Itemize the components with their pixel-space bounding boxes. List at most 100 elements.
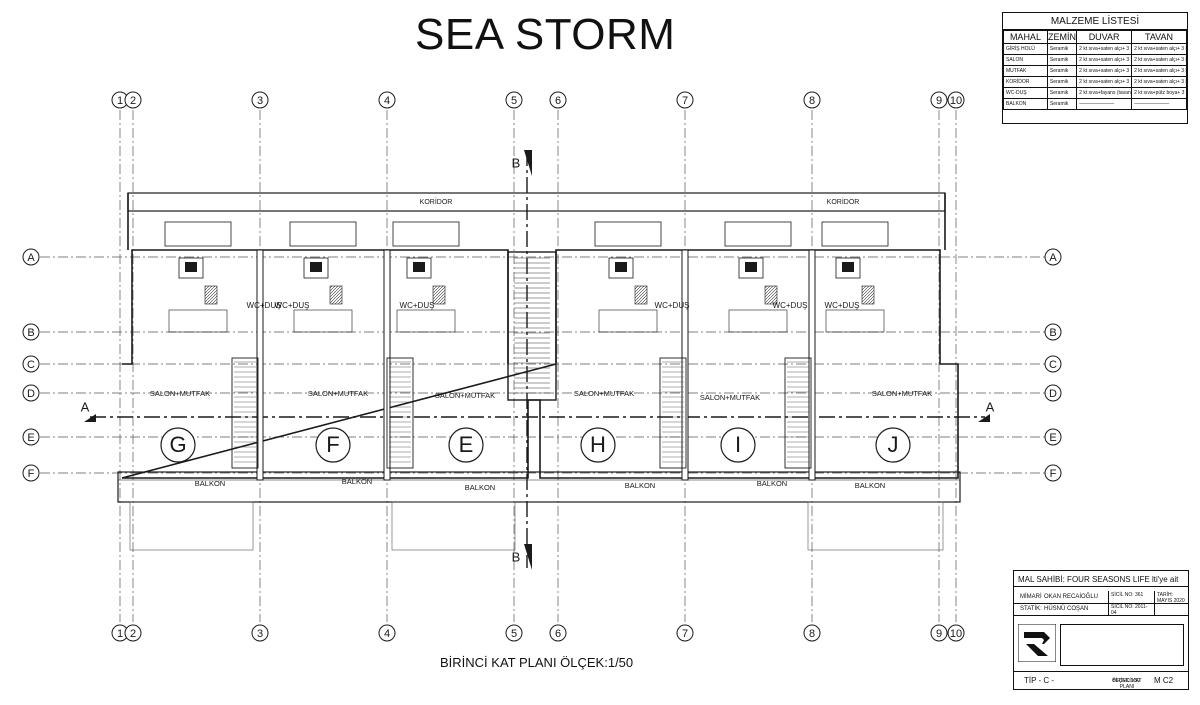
room-label-balkon: BALKON — [625, 481, 655, 490]
grid-column-label: 4 — [384, 628, 390, 640]
grid-row-label: C — [27, 359, 35, 371]
grid-column-bubble — [930, 624, 948, 642]
grid-row-bubble — [22, 248, 40, 266]
kitchen-counter — [724, 221, 792, 247]
unit-label: E — [459, 432, 474, 457]
company-logo-icon — [1018, 624, 1056, 662]
grid-column-label: 10 — [950, 628, 962, 640]
grid-row-bubble — [1044, 323, 1062, 341]
legend-cell: ——————— — [1076, 98, 1133, 110]
party-wall — [681, 249, 689, 481]
grid-row-label: F — [28, 468, 35, 480]
grid-column-label: 3 — [257, 628, 263, 640]
unit-bubble — [875, 427, 911, 463]
corridor-outline — [127, 192, 946, 212]
corridor-wall — [127, 193, 946, 250]
legend-cell: WC-DUŞ — [1003, 87, 1048, 99]
legend-table: MAHAL ZEMİN DUVAR TAVAN GİRİŞ HOLÜ Seram… — [1003, 30, 1187, 110]
project-title: SEA STORM — [415, 10, 676, 59]
grid-column-bubble — [947, 624, 965, 642]
mimari-label: MİMARİ — [1020, 594, 1042, 600]
party-wall — [256, 249, 264, 481]
bench — [598, 309, 658, 333]
legend-cell: 2 kt sıva+pütz boya+ 3 kt yağlı boya — [1131, 87, 1187, 99]
legend-row: SALON Seramik 2 kt sıva+saten alçı+ 3 kt… — [1003, 54, 1187, 66]
kitchen-counter — [289, 221, 357, 247]
unit-label: F — [326, 432, 339, 457]
architect-row: MİMARİ OKAN RECAİOĞLU SİCİL NO: 361 TARİ… — [1014, 591, 1188, 615]
grid-row-bubble — [1044, 384, 1062, 402]
bench — [825, 309, 885, 333]
legend-cell: Seramik — [1046, 76, 1078, 88]
grid-row-bubble — [1044, 428, 1062, 446]
unit-label: I — [735, 432, 741, 457]
room-label-wc: WC+DUŞ — [400, 301, 435, 310]
grid-column-bubble — [930, 91, 948, 109]
stair-core — [507, 251, 557, 401]
unit-bubble — [580, 427, 616, 463]
legend-cell: 2 kt sıva+fayans (tavana kadar) — [1076, 87, 1133, 99]
unit-label: G — [169, 432, 186, 457]
legend-header: MAHAL — [1003, 30, 1048, 44]
grid-row-label: A — [1049, 252, 1057, 264]
owner-line: MAL SAHİBİ: FOUR SEASONS LIFE lti'ye ait — [1014, 571, 1188, 587]
legend-cell: 2 kt sıva+saten alçı+ 3 kt plastik boya — [1131, 65, 1187, 77]
grid-column-bubble — [251, 624, 269, 642]
legend-cell: 2 kt sıva+saten alçı+ 3 kt plastik boya — [1076, 43, 1133, 55]
legend-cell: KORİDOR — [1003, 76, 1048, 88]
room-label-salon: SALON+MUTFAK — [150, 389, 210, 398]
unit-stair — [784, 357, 812, 469]
kitchen-counter — [821, 221, 889, 247]
terrace-outline — [391, 501, 516, 551]
legend-row: BALKON Seramik ——————— ——————— — [1003, 98, 1187, 110]
grid-row-label: D — [1049, 388, 1057, 400]
kitchen-counter — [594, 221, 662, 247]
statik-name: HÜSNÜ COŞAN — [1044, 606, 1089, 612]
bench — [728, 309, 788, 333]
grid-column-bubble — [676, 91, 694, 109]
section-arrow-icon — [84, 414, 96, 422]
statik-label: STATİK: — [1020, 606, 1042, 612]
legend-header: TAVAN — [1131, 30, 1187, 44]
shower-tray — [204, 285, 218, 305]
section-mark: B — [512, 155, 521, 170]
room-label-wc: WC+DUŞ — [773, 301, 808, 310]
sink-icon — [608, 257, 634, 279]
section-mark: A — [986, 399, 995, 414]
sink-icon — [406, 257, 432, 279]
legend-header: ZEMİN — [1046, 30, 1078, 44]
grid-row-label: F — [1050, 468, 1057, 480]
legend-cell: Seramik — [1046, 98, 1078, 110]
legend-cell: 2 kt sıva+saten alçı+ 3 kt plastik boya — [1131, 76, 1187, 88]
grid-column-label: 6 — [555, 628, 561, 640]
room-label-salon: SALON+MUTFAK — [574, 389, 634, 398]
legend-header: DUVAR — [1076, 30, 1133, 44]
grid-column-bubble — [505, 91, 523, 109]
sicil-label: SİCİL NO: — [1111, 604, 1134, 610]
grid-column-label: 7 — [682, 628, 688, 640]
legend-cell: SALON — [1003, 54, 1048, 66]
room-label-wc: WC+DUŞ — [655, 301, 690, 310]
bench — [396, 309, 456, 333]
room-label-balkon: BALKON — [195, 479, 225, 488]
plan-caption: BİRİNCİ KAT PLANI ÖLÇEK:1/50 — [440, 655, 634, 670]
legend-row: GİRİŞ HOLÜ Seramik 2 kt sıva+saten alçı+… — [1003, 43, 1187, 55]
room-label-koridor: KORİDOR — [827, 197, 860, 206]
grid-column-label: 8 — [809, 628, 815, 640]
sink-basin-icon — [745, 262, 757, 272]
unit-bubble — [720, 427, 756, 463]
grid-row-label: B — [27, 327, 34, 339]
sink-icon — [835, 257, 861, 279]
legend-cell: GİRİŞ HOLÜ — [1003, 43, 1048, 55]
legend-cell: Seramik — [1046, 65, 1078, 77]
grid-column-bubble — [549, 91, 567, 109]
legend-row: WC-DUŞ Seramik 2 kt sıva+fayans (tavana … — [1003, 87, 1187, 99]
grid-column-bubble — [378, 91, 396, 109]
room-label-balkon: BALKON — [855, 481, 885, 490]
terrace-outline — [807, 501, 944, 551]
grid-row-label: D — [27, 388, 35, 400]
room-label-balkon: BALKON — [757, 479, 787, 488]
legend-title: MALZEME LİSTESİ — [1003, 13, 1187, 30]
